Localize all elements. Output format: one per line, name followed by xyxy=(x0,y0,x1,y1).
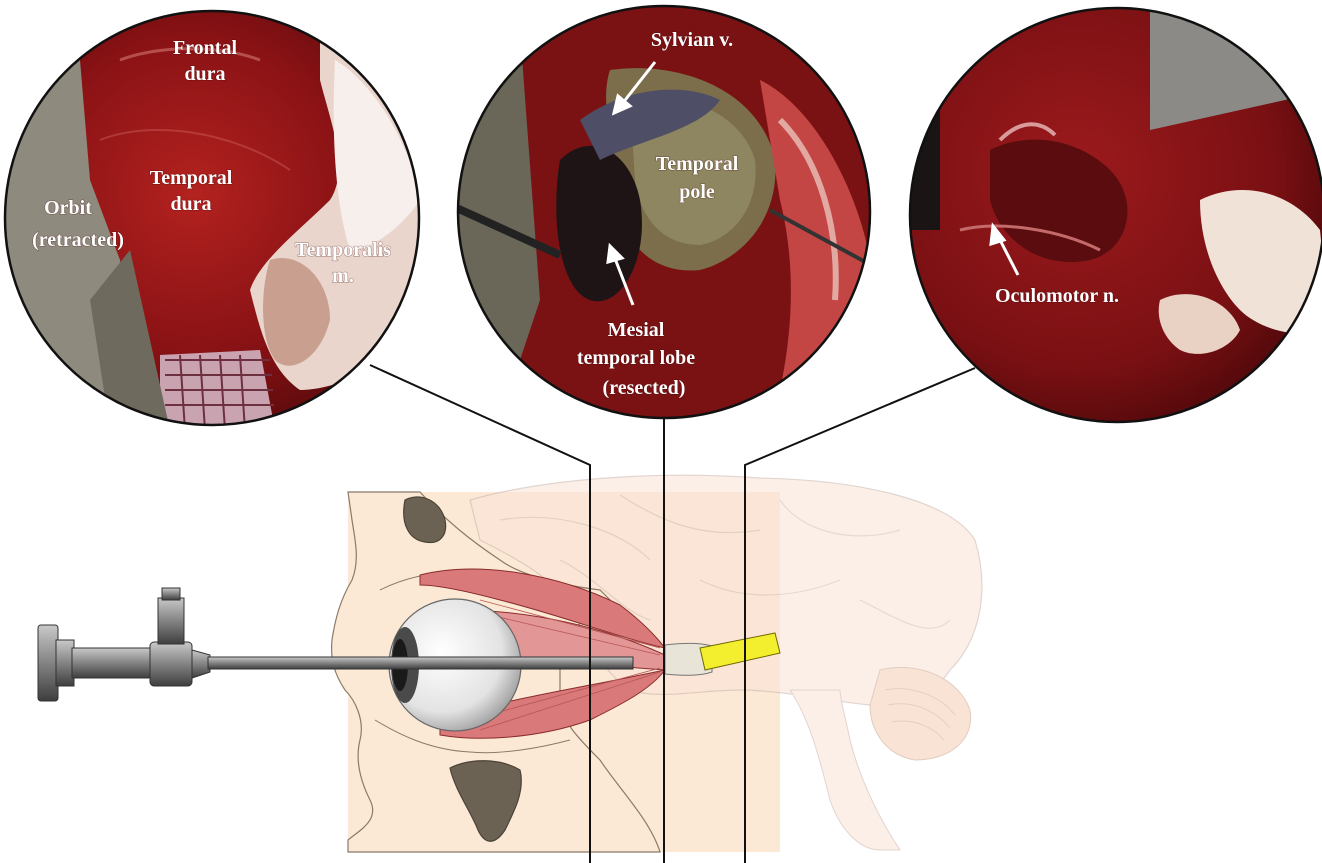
label-mesial-3: (resected) xyxy=(603,377,686,399)
label-mesial-1: Mesial xyxy=(608,319,665,341)
label-mesial-2: temporal lobe xyxy=(577,347,695,369)
label-temporal-pole-1: Temporal xyxy=(656,153,739,175)
label-temporalis-2: m. xyxy=(332,265,354,287)
label-frontal-dura-1: Frontal xyxy=(173,37,238,59)
label-sylvian-vein: Sylvian v. xyxy=(651,29,733,51)
label-frontal-dura-2: dura xyxy=(184,63,225,85)
label-orbit-1: Orbit xyxy=(44,197,92,219)
label-temporal-dura-1: Temporal xyxy=(150,167,233,189)
label-orbit-2: (retracted) xyxy=(32,229,124,251)
label-temporal-pole-2: pole xyxy=(679,181,715,203)
label-temporalis-1: Temporalis xyxy=(295,239,391,261)
middle-endoscopic-view: Sylvian v. Temporal pole Mesial temporal… xyxy=(450,0,880,430)
right-endoscopic-view: Oculomotor n. xyxy=(905,0,1322,430)
left-endoscopic-view: Frontal dura Temporal dura Orbit (retrac… xyxy=(0,0,430,430)
label-oculomotor-nerve: Oculomotor n. xyxy=(995,285,1119,307)
label-temporal-dura-2: dura xyxy=(170,193,211,215)
